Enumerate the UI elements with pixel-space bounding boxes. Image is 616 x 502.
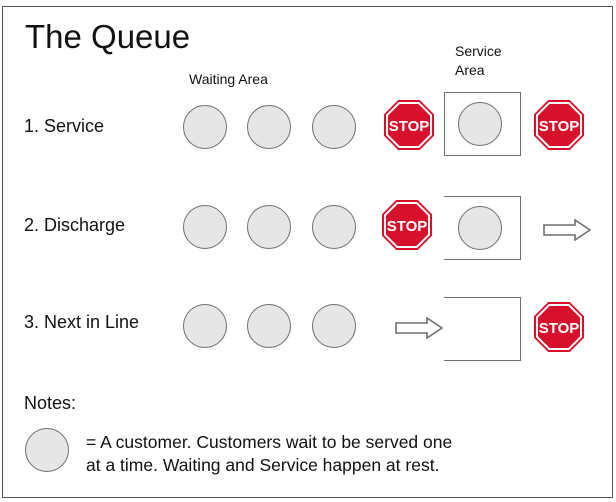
service-area-box [444,297,521,361]
stop-sign-text: STOP [389,118,430,135]
service-area-label-line1: Service [455,43,502,59]
row-label-service: 1. Service [24,116,105,136]
stop-sign-icon: STOP [383,99,435,151]
right-arrow-icon [395,317,443,339]
customer-circle [183,105,227,149]
right-arrow-icon [543,219,591,241]
stop-sign-icon: STOP [533,99,585,151]
notes-line-1: = A customer. Customers wait to be serve… [86,432,453,452]
customer-circle [312,205,356,249]
diagram-frame [2,6,613,498]
customer-circle [247,304,291,348]
service-area-label-line2: Area [455,62,485,78]
notes-text: = A customer. Customers wait to be serve… [86,431,606,477]
customer-circle [183,304,227,348]
waiting-area-label: Waiting Area [189,71,268,87]
notes-label: Notes: [24,393,77,413]
stop-sign-icon: STOP [381,199,433,251]
customer-circle [458,102,502,146]
stop-sign-icon: STOP [533,301,585,353]
customer-circle [312,105,356,149]
stop-sign-text: STOP [539,320,580,337]
stop-sign-text: STOP [387,218,428,235]
customer-legend-circle [25,428,69,472]
customer-circle [458,206,502,250]
row-label-discharge: 2. Discharge [24,215,126,235]
page-title: The Queue [25,18,191,55]
row-label-next-in-line: 3. Next in Line [24,312,140,332]
customer-circle [183,205,227,249]
stop-sign-text: STOP [539,118,580,135]
customer-circle [312,304,356,348]
customer-circle [247,205,291,249]
customer-circle [247,105,291,149]
notes-line-2: at a time. Waiting and Service happen at… [86,455,440,475]
